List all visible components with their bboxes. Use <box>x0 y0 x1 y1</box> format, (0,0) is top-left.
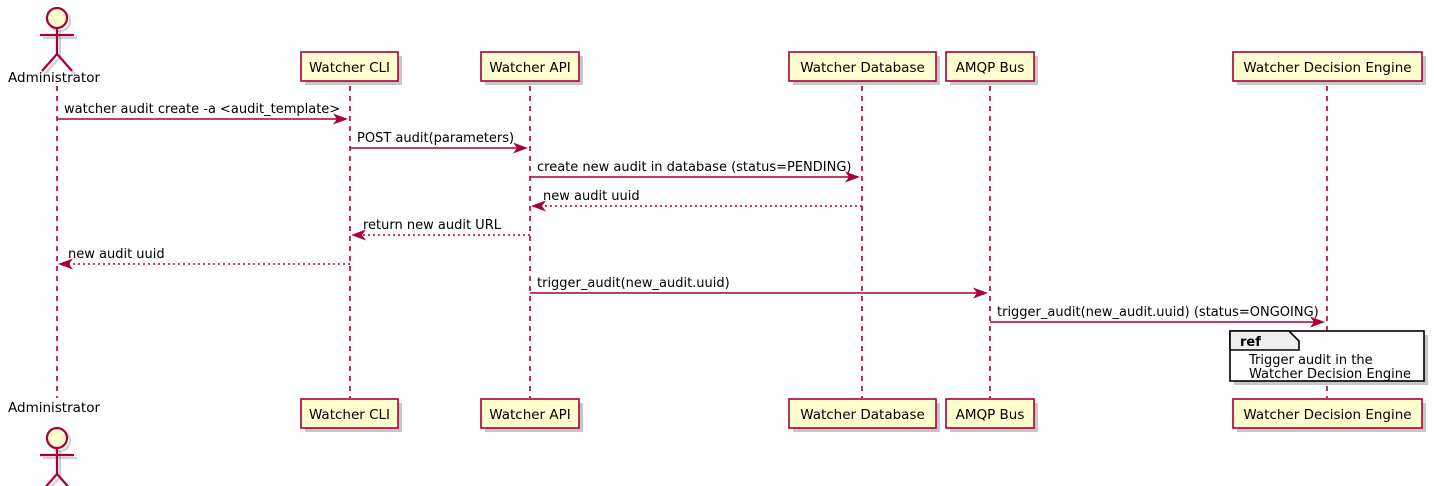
participant-box-watcher-api-bottom[interactable]: Watcher API <box>480 398 583 432</box>
message-arrowhead <box>531 200 546 212</box>
ref-tab <box>1229 330 1300 351</box>
message-return-new-audit-url[interactable]: return new audit URL <box>351 218 530 241</box>
message-arrowhead <box>845 171 860 183</box>
message-arrowhead <box>1310 316 1325 328</box>
participant-rect <box>788 51 937 82</box>
participant-box-watcher-decision-engine-top[interactable]: Watcher Decision Engine <box>1232 51 1426 85</box>
message-label: POST audit(parameters) <box>357 131 514 146</box>
participant-rect <box>480 398 580 429</box>
participant-label-amqp-bus-top: AMQP Bus <box>956 60 1025 76</box>
message-label: create new audit in database (status=PEN… <box>537 160 852 175</box>
message-label: watcher audit create -a <audit_template> <box>64 102 340 117</box>
message-new-audit-uuid-api[interactable]: new audit uuid <box>531 189 862 212</box>
message-create-new-audit[interactable]: create new audit in database (status=PEN… <box>530 160 860 183</box>
actor-leg-right-icon <box>56 53 73 72</box>
participant-label-watcher-api-bottom: Watcher API <box>489 407 571 423</box>
message-label: return new audit URL <box>363 218 502 233</box>
participant-rect <box>1232 398 1423 429</box>
participant-box-watcher-decision-engine-bottom[interactable]: Watcher Decision Engine <box>1232 398 1426 432</box>
actor-label-administrator-top: Administrator <box>8 70 100 86</box>
actor-head-icon <box>45 6 69 30</box>
participant-rect <box>300 51 399 82</box>
participant-label-watcher-api-top: Watcher API <box>489 60 571 76</box>
message-label: new audit uuid <box>543 189 640 204</box>
actor-head-icon <box>45 426 69 450</box>
message-watcher-audit-create[interactable]: watcher audit create -a <audit_template> <box>57 102 348 125</box>
message-label: trigger_audit(new_audit.uuid) <box>537 276 730 291</box>
participant-rect <box>1232 51 1423 82</box>
message-new-audit-uuid-admin[interactable]: new audit uuid <box>58 247 350 270</box>
participant-label-watcher-database-top: Watcher Database <box>800 60 925 76</box>
participant-box-watcher-database-bottom[interactable]: Watcher Database <box>788 398 940 432</box>
participant-rect <box>300 398 399 429</box>
message-trigger-audit-bus[interactable]: trigger_audit(new_audit.uuid) <box>530 276 988 299</box>
ref-body-line-1: Trigger audit in the <box>1248 353 1373 368</box>
participant-rect <box>480 51 580 82</box>
message-trigger-audit-engine[interactable]: trigger_audit(new_audit.uuid) (status=ON… <box>990 305 1325 328</box>
actor-administrator-top[interactable]: Administrator <box>8 6 100 86</box>
message-post-audit[interactable]: POST audit(parameters) <box>350 131 528 154</box>
message-arrowhead <box>351 229 366 241</box>
message-label: new audit uuid <box>68 247 165 262</box>
participant-label-watcher-decision-engine-top: Watcher Decision Engine <box>1243 60 1411 76</box>
participant-box-amqp-bus-top[interactable]: AMQP Bus <box>945 51 1038 85</box>
participant-box-watcher-cli-bottom[interactable]: Watcher CLI <box>300 398 402 432</box>
message-arrowhead <box>513 142 528 154</box>
participant-label-amqp-bus-bottom: AMQP Bus <box>956 407 1025 423</box>
participant-label-watcher-cli-top: Watcher CLI <box>309 60 390 76</box>
lifelines-group <box>56 86 1328 398</box>
message-arrowhead <box>333 113 348 125</box>
message-arrowhead <box>58 258 73 270</box>
participant-box-watcher-api-top[interactable]: Watcher API <box>480 51 583 85</box>
participant-rect <box>788 398 937 429</box>
participant-box-watcher-cli-top[interactable]: Watcher CLI <box>300 51 402 85</box>
ref-fragment[interactable]: ref Trigger audit in the Watcher Decisio… <box>1229 330 1428 385</box>
actor-administrator-bottom[interactable]: Administrator <box>8 400 100 486</box>
participant-box-amqp-bus-bottom[interactable]: AMQP Bus <box>945 398 1038 432</box>
actor-leg-left-icon <box>44 473 58 486</box>
participant-box-watcher-database-top[interactable]: Watcher Database <box>788 51 940 85</box>
actor-leg-left-icon <box>41 53 58 72</box>
participant-label-watcher-cli-bottom: Watcher CLI <box>309 407 390 423</box>
participant-label-watcher-decision-engine-bottom: Watcher Decision Engine <box>1243 407 1411 423</box>
ref-body-line-2: Watcher Decision Engine <box>1249 367 1411 382</box>
participant-label-watcher-database-bottom: Watcher Database <box>800 407 925 423</box>
actor-label-administrator-bottom: Administrator <box>8 400 100 416</box>
message-arrowhead <box>973 287 988 299</box>
participant-rect <box>945 51 1035 82</box>
ref-tab-label: ref <box>1240 335 1261 350</box>
actor-leg-right-icon <box>56 473 70 486</box>
participant-rect <box>945 398 1035 429</box>
message-label: trigger_audit(new_audit.uuid) (status=ON… <box>997 305 1319 320</box>
